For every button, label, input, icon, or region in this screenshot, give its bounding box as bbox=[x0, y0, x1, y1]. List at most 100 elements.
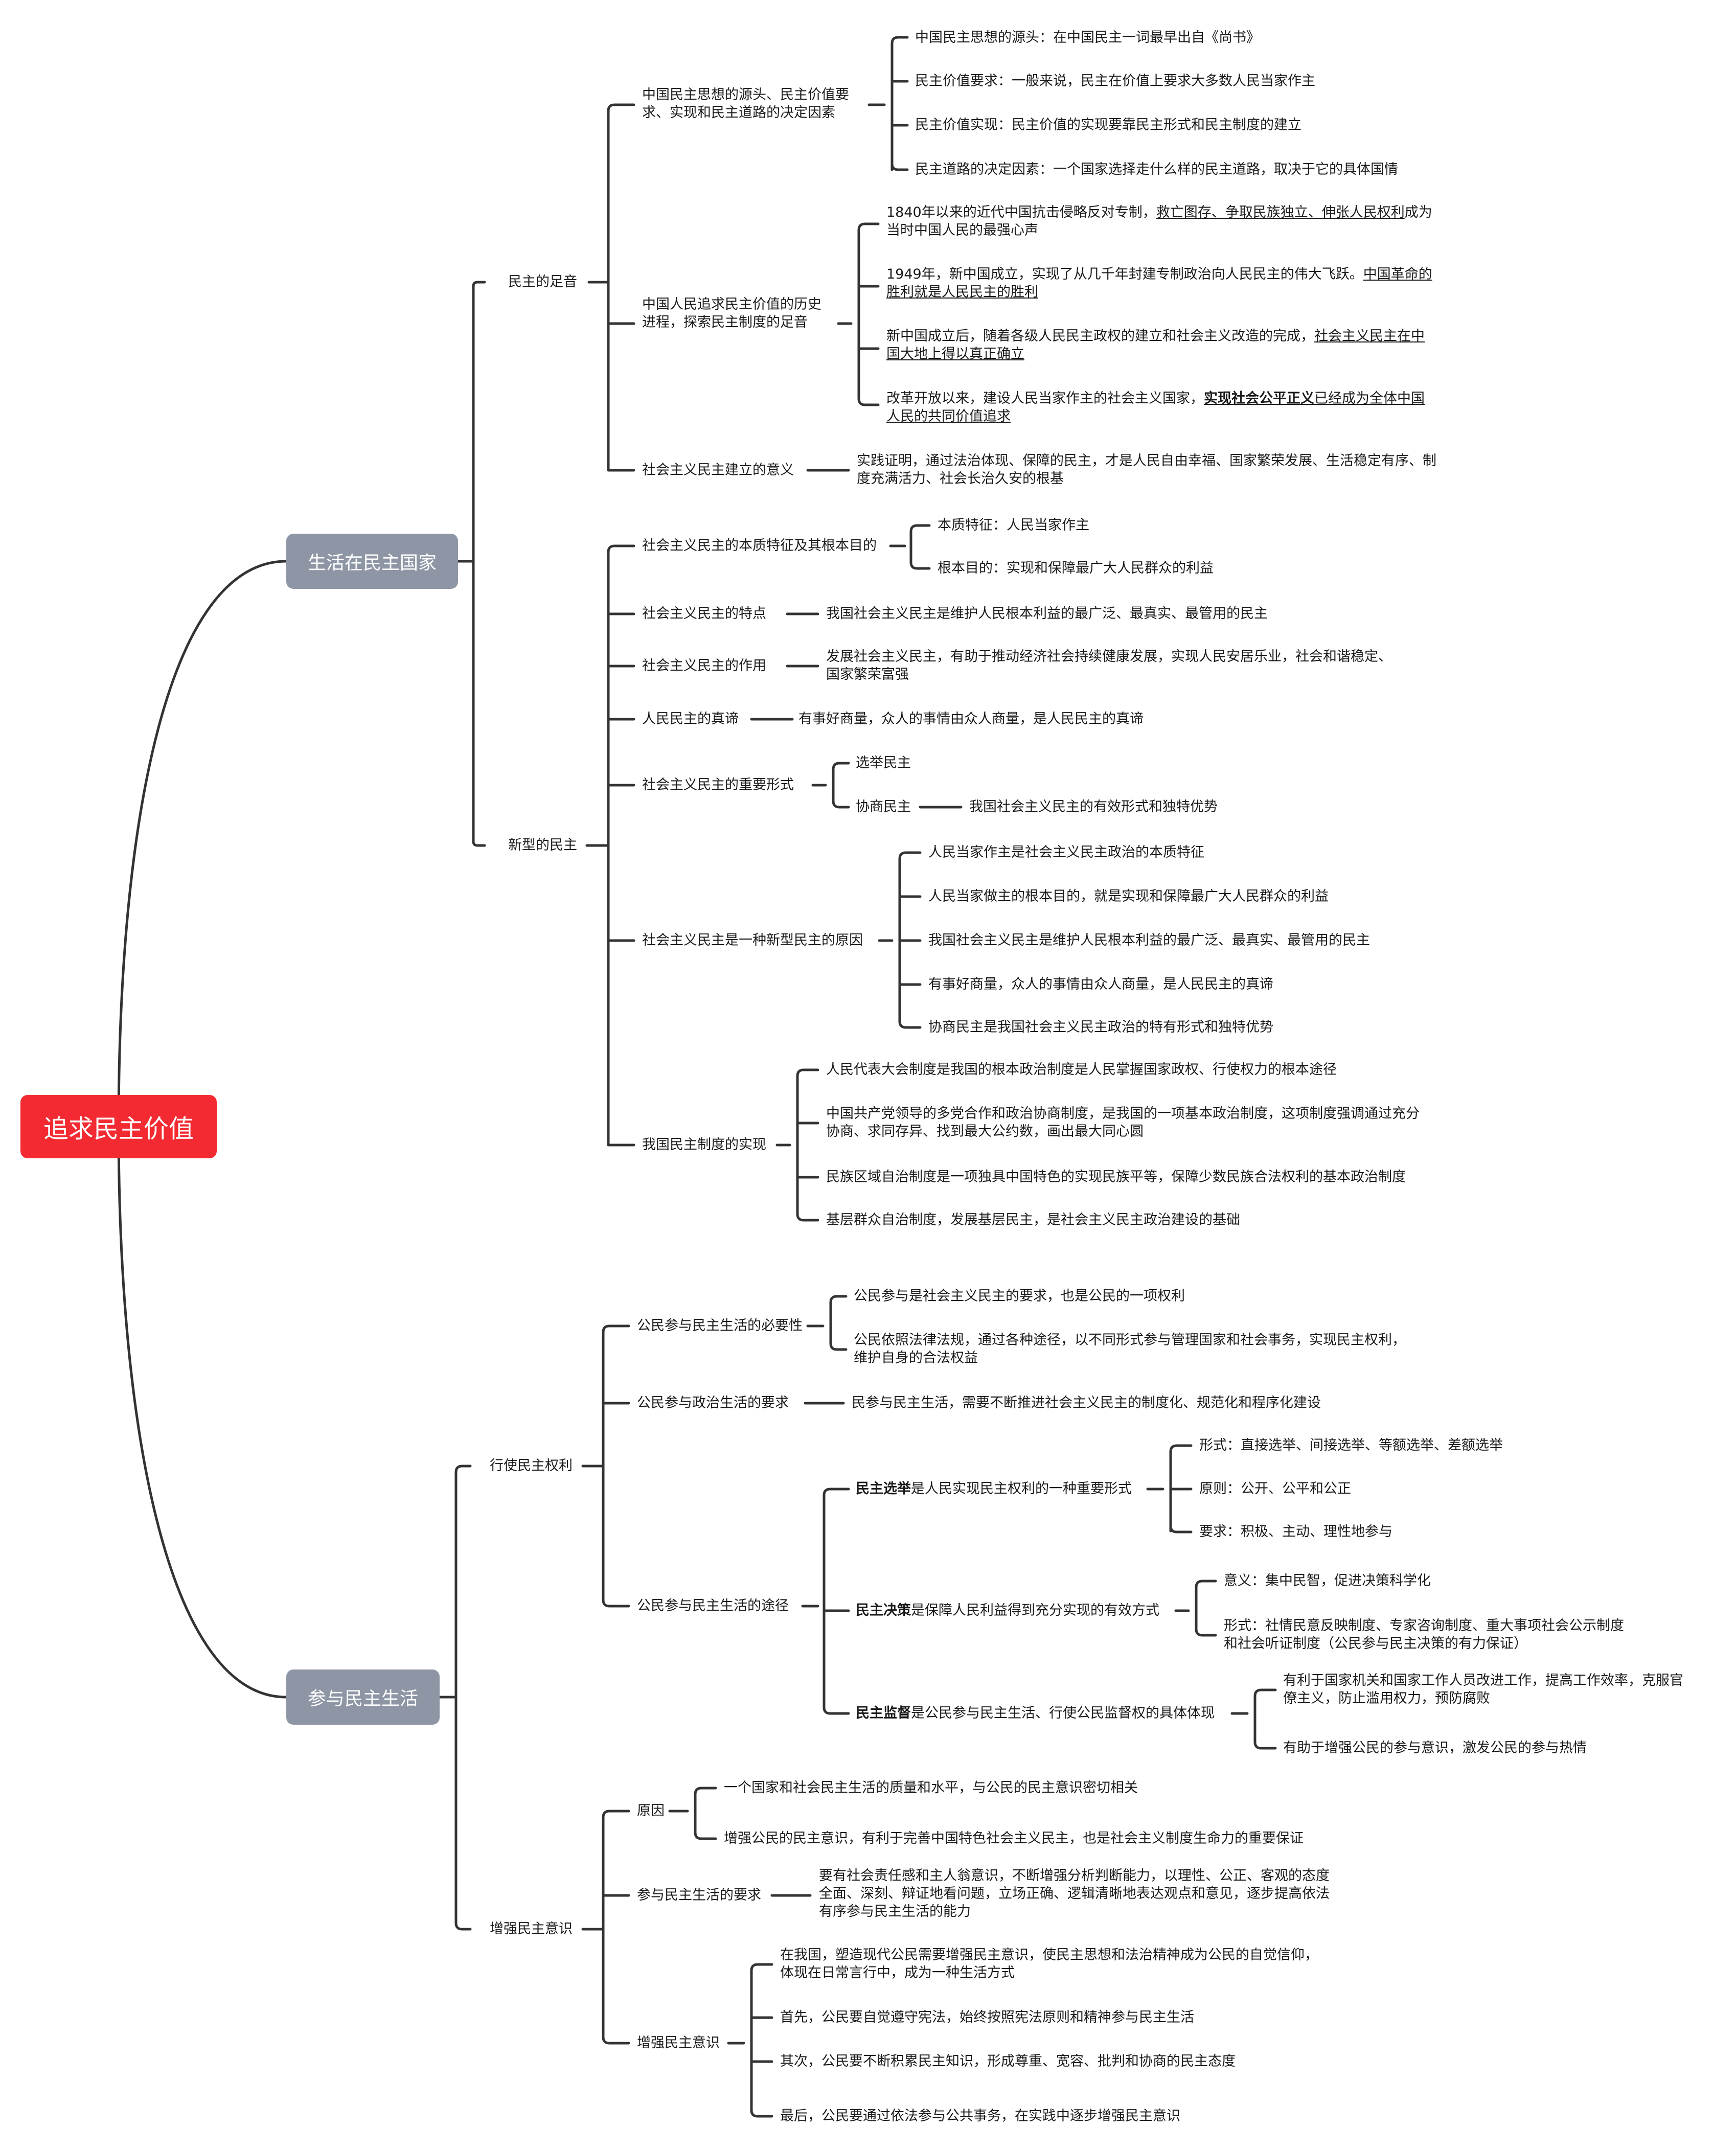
leaf-system-autonomy[interactable]: 民族区域自治制度是一项独具中国特色的实现民族平等，保障少数民族合法权利的基本政治… bbox=[826, 1169, 1406, 1185]
leaf-history-reform-line2: 人民的共同价值追求 bbox=[886, 408, 1011, 424]
leaf-history-reform-underline: 已经成为全体中国 bbox=[1314, 391, 1425, 406]
leaf-requirement[interactable]: 要有社会责任感和主人翁意识，不断增强分析判断能力，以理性、公正、客观的态度 全面… bbox=[819, 1867, 1330, 1920]
topic-reasons[interactable]: 社会主义民主是一种新型民主的原因 bbox=[642, 932, 863, 948]
topic-rights[interactable]: 行使民主权利 bbox=[490, 1458, 573, 1474]
leaf-traits[interactable]: 我国社会主义民主是维护人民根本利益的最广泛、最真实、最管用的民主 bbox=[826, 606, 1268, 622]
leaf-enhance-1[interactable]: 在我国，塑造现代公民需要增强民主意识，使民主思想和法治精神成为公民的自觉信仰， … bbox=[780, 1946, 1318, 1982]
topic-history[interactable]: 中国人民追求民主价值的历史 进程，探索民主制度的足音 bbox=[642, 295, 821, 331]
leaf-election-principle[interactable]: 原则：公开、公平和公正 bbox=[1199, 1481, 1351, 1497]
topic-ways[interactable]: 公民参与民主生活的途径 bbox=[637, 1598, 789, 1614]
leaf-history-founding[interactable]: 新中国成立后，随着各级人民民主政权的建立和社会主义改造的完成，社会主义民主在中 … bbox=[886, 327, 1425, 363]
topic-footsteps[interactable]: 民主的足音 bbox=[508, 274, 577, 290]
leaf-history-reform[interactable]: 改革开放以来，建设人民当家作主的社会主义国家，实现社会公平正义已经成为全体中国 … bbox=[886, 390, 1425, 425]
leaf-reason-2[interactable]: 增强公民的民主意识，有利于完善中国特色社会主义民主，也是社会主义制度生命力的重要… bbox=[724, 1831, 1304, 1846]
topic-decision[interactable]: 民主决策是保障人民利益得到充分实现的有效方式 bbox=[856, 1602, 1159, 1619]
leaf-history-1949-line2: 胜利就是人民民主的胜利 bbox=[886, 284, 1038, 300]
leaf-reasons-5[interactable]: 协商民主是我国社会主义民主政治的特有形式和独特优势 bbox=[928, 1019, 1273, 1035]
leaf-system-cppcc-line-1: 中国共产党领导的多党合作和政治协商制度，是我国的一项基本政治制度，这项制度强调通… bbox=[826, 1106, 1420, 1122]
leaf-system-cppcc-line-2: 协商、求同存异、找到最大公约数，画出最大同心圆 bbox=[826, 1124, 1144, 1139]
leaf-necessity-1[interactable]: 公民参与是社会主义民主的要求，也是公民的一项权利 bbox=[854, 1288, 1185, 1304]
leaf-supervision-1-line-1: 有利于国家机关和国家工作人员改进工作，提高工作效率，克服官 bbox=[1283, 1673, 1683, 1688]
topic-forms[interactable]: 社会主义民主的重要形式 bbox=[642, 777, 794, 793]
topic-requirement[interactable]: 参与民主生活的要求 bbox=[637, 1887, 761, 1903]
topic-essence[interactable]: 社会主义民主的本质特征及其根本目的 bbox=[642, 538, 877, 554]
leaf-source-realization[interactable]: 民主价值实现：民主价值的实现要靠民主形式和民主制度的建立 bbox=[915, 117, 1301, 133]
leaf-election-form[interactable]: 形式：直接选举、间接选举、等额选举、差额选举 bbox=[1199, 1437, 1503, 1453]
leaf-enhance-3[interactable]: 其次，公民要不断积累民主知识，形成尊重、宽容、批判和协商的民主态度 bbox=[780, 2053, 1236, 2069]
leaf-forms-election[interactable]: 选举民主 bbox=[856, 755, 911, 771]
leaf-enhance-2[interactable]: 首先，公民要自觉遵守宪法，始终按照宪法原则和精神参与民主生活 bbox=[780, 2009, 1194, 2025]
leaf-history-1840-text: 1840年以来的近代中国抗击侵略反对专制， bbox=[886, 204, 1156, 220]
leaf-forms-consult-note[interactable]: 我国社会主义民主的有效形式和独特优势 bbox=[969, 799, 1218, 815]
leaf-necessity-2-line-1: 公民依照法律法规，通过各种途径，以不同形式参与管理国家和社会事务，实现民主权利， bbox=[854, 1332, 1406, 1348]
topic-live-in-democracy[interactable]: 生活在民主国家 bbox=[286, 534, 458, 589]
leaf-history-1840[interactable]: 1840年以来的近代中国抗击侵略反对专制，救亡图存、争取民族独立、伸张人民权利成… bbox=[886, 203, 1432, 239]
leaf-reasons-2[interactable]: 人民当家做主的根本目的，就是实现和保障最广大人民群众的利益 bbox=[928, 888, 1329, 904]
leaf-history-1840-underline: 救亡图存、争取民族独立、伸张人民权利 bbox=[1156, 204, 1405, 220]
leaf-history-1840-tail: 成为 bbox=[1404, 204, 1432, 220]
topic-supervision-rest: 是公民参与民主生活、行使公民监督权的具体体现 bbox=[911, 1705, 1215, 1721]
leaf-reasons-1[interactable]: 人民当家作主是社会主义民主政治的本质特征 bbox=[928, 844, 1204, 860]
topic-necessity[interactable]: 公民参与民主生活的必要性 bbox=[637, 1318, 803, 1334]
topic-awareness[interactable]: 增强民主意识 bbox=[490, 1921, 573, 1937]
leaf-supervision-1[interactable]: 有利于国家机关和国家工作人员改进工作，提高工作效率，克服官 僚主义，防止滥用权力… bbox=[1283, 1672, 1683, 1707]
topic-source[interactable]: 中国民主思想的源头、民主价值要 求、实现和民主道路的决定因素 bbox=[642, 86, 849, 122]
topic-reason[interactable]: 原因 bbox=[637, 1803, 665, 1819]
topic-source-line-2: 求、实现和民主道路的决定因素 bbox=[642, 105, 835, 121]
topic-new-democracy[interactable]: 新型的民主 bbox=[508, 837, 577, 853]
topic-system[interactable]: 我国民主制度的实现 bbox=[642, 1137, 766, 1153]
topic-significance[interactable]: 社会主义民主建立的意义 bbox=[642, 462, 794, 478]
leaf-requirement-line-1: 要有社会责任感和主人翁意识，不断增强分析判断能力，以理性、公正、客观的态度 bbox=[819, 1868, 1330, 1884]
leaf-history-founding-text: 新中国成立后，随着各级人民民主政权的建立和社会主义改造的完成， bbox=[886, 328, 1314, 344]
leaf-politics[interactable]: 民参与民主生活，需要不断推进社会主义民主的制度化、规范化和程序化建设 bbox=[852, 1395, 1321, 1411]
leaf-history-reform-text: 改革开放以来，建设人民当家作主的社会主义国家， bbox=[886, 391, 1204, 406]
leaf-election-requirement[interactable]: 要求：积极、主动、理性地参与 bbox=[1199, 1524, 1392, 1540]
leaf-source-origin[interactable]: 中国民主思想的源头：在中国民主一词最早出自《尚书》 bbox=[915, 30, 1260, 45]
leaf-reasons-3[interactable]: 我国社会主义民主是维护人民根本利益的最广泛、最真实、最管用的民主 bbox=[928, 932, 1370, 948]
topic-participate-democracy[interactable]: 参与民主生活 bbox=[286, 1669, 440, 1725]
leaf-enhance-4[interactable]: 最后，公民要通过依法参与公共事务，在实践中逐步增强民主意识 bbox=[780, 2108, 1180, 2124]
leaf-reasons-4[interactable]: 有事好商量，众人的事情由众人商量，是人民民主的真谛 bbox=[928, 976, 1273, 992]
leaf-reason-1[interactable]: 一个国家和社会民主生活的质量和水平，与公民的民主意识密切相关 bbox=[724, 1780, 1138, 1796]
leaf-requirement-line-3: 有序参与民主生活的能力 bbox=[819, 1904, 971, 1919]
leaf-decision-form[interactable]: 形式：社情民意反映制度、专家咨询制度、重大事项社会公示制度 和社会听证制度（公民… bbox=[1224, 1617, 1624, 1653]
leaf-system-cppcc[interactable]: 中国共产党领导的多党合作和政治协商制度，是我国的一项基本政治制度，这项制度强调通… bbox=[826, 1105, 1420, 1140]
topic-enhance[interactable]: 增强民主意识 bbox=[637, 2035, 720, 2051]
leaf-necessity-2-line-2: 维护自身的合法权益 bbox=[854, 1350, 978, 1366]
leaf-necessity-2[interactable]: 公民依照法律法规，通过各种途径，以不同形式参与管理国家和社会事务，实现民主权利，… bbox=[854, 1331, 1406, 1367]
leaf-history-reform-bold: 实现社会公平正义 bbox=[1204, 391, 1314, 406]
topic-decision-rest: 是保障人民利益得到充分实现的有效方式 bbox=[911, 1603, 1159, 1618]
topic-source-line-1: 中国民主思想的源头、民主价值要 bbox=[642, 87, 849, 103]
leaf-system-npc[interactable]: 人民代表大会制度是我国的根本政治制度是人民掌握国家政权、行使权力的根本途径 bbox=[826, 1062, 1337, 1078]
leaf-history-1949[interactable]: 1949年，新中国成立，实现了从几千年封建专制政治向人民民主的伟大飞跃。中国革命… bbox=[886, 265, 1432, 301]
leaf-truth[interactable]: 有事好商量，众人的事情由众人商量，是人民民主的真谛 bbox=[798, 711, 1144, 727]
topic-election[interactable]: 民主选举是人民实现民主权利的一种重要形式 bbox=[856, 1480, 1132, 1498]
topic-history-line-1: 中国人民追求民主价值的历史 bbox=[642, 296, 821, 312]
leaf-history-founding-underline: 社会主义民主在中 bbox=[1314, 328, 1425, 344]
leaf-system-grassroots[interactable]: 基层群众自治制度，发展基层民主，是社会主义民主政治建设的基础 bbox=[826, 1212, 1240, 1228]
root-topic[interactable]: 追求民主价值 bbox=[20, 1095, 217, 1158]
leaf-forms-consult[interactable]: 协商民主 bbox=[856, 799, 911, 815]
leaf-decision-meaning[interactable]: 意义：集中民智，促进决策科学化 bbox=[1224, 1573, 1431, 1589]
topic-supervision[interactable]: 民主监督是公民参与民主生活、行使公民监督权的具体体现 bbox=[856, 1704, 1215, 1722]
leaf-essence-feature[interactable]: 本质特征：人民当家作主 bbox=[938, 517, 1089, 533]
leaf-significance[interactable]: 实践证明，通过法治体现、保障的民主，才是人民自由幸福、国家繁荣发展、生活稳定有序… bbox=[857, 452, 1436, 488]
leaf-history-1840-line2: 当时中国人民的最强心声 bbox=[886, 222, 1038, 238]
leaf-decision-form-line-1: 形式：社情民意反映制度、专家咨询制度、重大事项社会公示制度 bbox=[1224, 1618, 1624, 1634]
leaf-supervision-2[interactable]: 有助于增强公民的参与意识，激发公民的参与热情 bbox=[1283, 1740, 1587, 1756]
leaf-essence-purpose[interactable]: 根本目的：实现和保障最广大人民群众的利益 bbox=[938, 560, 1214, 576]
leaf-supervision-1-line-2: 僚主义，防止滥用权力，预防腐败 bbox=[1283, 1690, 1490, 1706]
topic-role[interactable]: 社会主义民主的作用 bbox=[642, 658, 766, 674]
leaf-role-line-1: 发展社会主义民主，有助于推动经济社会持续健康发展，实现人民安居乐业，社会和谐稳定… bbox=[826, 649, 1392, 665]
leaf-decision-form-line-2: 和社会听证制度（公民参与民主决策的有力保证） bbox=[1224, 1636, 1527, 1652]
leaf-source-path[interactable]: 民主道路的决定因素：一个国家选择走什么样的民主道路，取决于它的具体国情 bbox=[915, 162, 1398, 177]
topic-truth[interactable]: 人民民主的真谛 bbox=[642, 711, 739, 727]
topic-supervision-bold: 民主监督 bbox=[856, 1705, 911, 1721]
leaf-role[interactable]: 发展社会主义民主，有助于推动经济社会持续健康发展，实现人民安居乐业，社会和谐稳定… bbox=[826, 648, 1392, 683]
topic-traits[interactable]: 社会主义民主的特点 bbox=[642, 606, 766, 622]
topic-election-rest: 是人民实现民主权利的一种重要形式 bbox=[911, 1481, 1132, 1497]
topic-politics[interactable]: 公民参与政治生活的要求 bbox=[637, 1395, 789, 1411]
leaf-source-requirement[interactable]: 民主价值要求：一般来说，民主在价值上要求大多数人民当家作主 bbox=[915, 73, 1315, 89]
leaf-significance-line-2: 度充满活力、社会长治久安的根基 bbox=[857, 471, 1064, 487]
